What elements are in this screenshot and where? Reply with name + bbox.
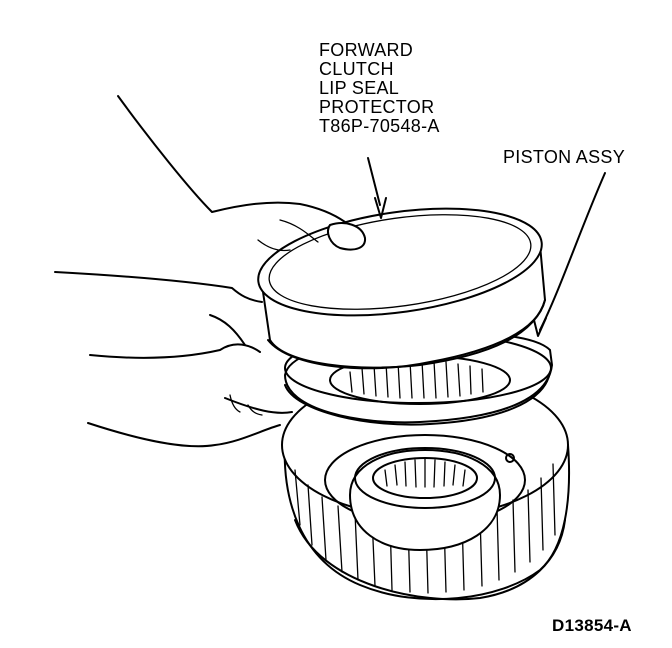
- upper-hand: [54, 95, 367, 303]
- piston-label: PISTON ASSY: [503, 147, 626, 167]
- tool-label-line-2: CLUTCH: [319, 59, 394, 79]
- lower-hand: [87, 314, 293, 448]
- figure-id: D13854-A: [552, 616, 632, 635]
- piston-splines: [349, 360, 484, 399]
- tool-label-line-5: T86P-70548-A: [319, 116, 440, 136]
- tool-label: FORWARD CLUTCH LIP SEAL PROTECTOR T86P-7…: [319, 41, 440, 136]
- hub-splines: [384, 458, 466, 488]
- lip-seal-protector: [257, 207, 547, 370]
- leader-lines: [367, 157, 606, 337]
- tool-label-line-4: PROTECTOR: [319, 97, 435, 117]
- tool-label-line-1: FORWARD: [319, 40, 414, 60]
- tool-label-line-3: LIP SEAL: [319, 78, 400, 98]
